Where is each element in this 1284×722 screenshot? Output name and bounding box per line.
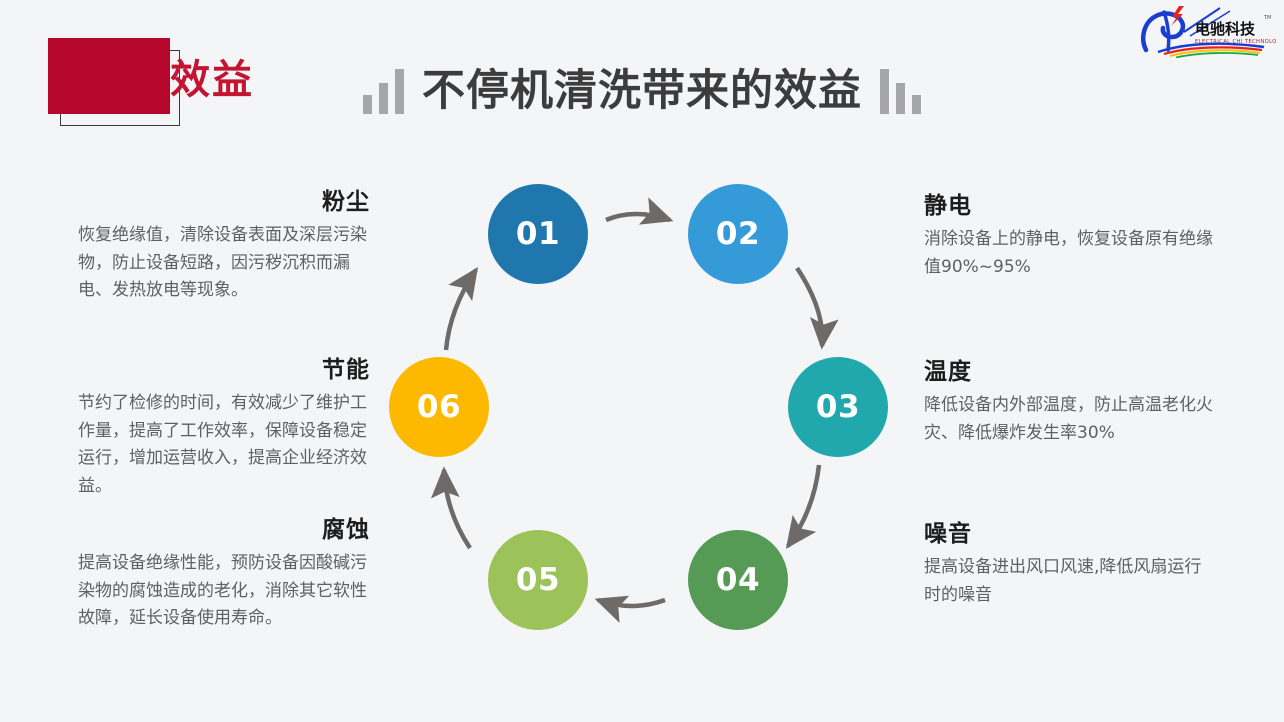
info-block-static-electricity-title: 静电 (924, 193, 972, 219)
arrow-04-to-05 (594, 595, 666, 623)
cycle-node-04-number: 04 (715, 562, 761, 598)
cycle-node-03[interactable]: 03 (788, 357, 888, 457)
info-block-dust: 粉尘 恢复绝缘值，清除设备表面及深层污染物，防止设备短路，因污秽沉积而漏电、发热… (78, 182, 370, 305)
arrow-02-to-03 (795, 266, 839, 350)
cycle-node-02[interactable]: 02 (688, 184, 788, 284)
bar-chart-decoration-left-icon (363, 68, 404, 114)
cycle-node-06-number: 06 (416, 389, 462, 425)
info-block-corrosion-title: 腐蚀 (322, 517, 370, 543)
info-block-corrosion: 腐蚀 提高设备绝缘性能，预防设备因酸碱污染物的腐蚀造成的老化，消除其它软性故障，… (78, 510, 370, 633)
section-badge-label: 效益 (170, 57, 254, 103)
cycle-diagram: 01 02 03 04 05 06 (370, 160, 900, 660)
cycle-node-05-number: 05 (515, 562, 561, 598)
arrow-01-to-02 (605, 197, 674, 225)
page-title: 不停机清洗带来的效益 (422, 66, 862, 116)
cycle-node-01[interactable]: 01 (488, 184, 588, 284)
title-row: 不停机清洗带来的效益 (0, 68, 1284, 114)
company-logo: 电驰科技 ELECTRICAL CHI TECHNOLOGY TM (1138, 2, 1284, 59)
svg-text:电驰科技: 电驰科技 (1195, 20, 1256, 38)
cycle-node-06[interactable]: 06 (389, 357, 489, 457)
cycle-node-04[interactable]: 04 (688, 530, 788, 630)
info-block-dust-title: 粉尘 (322, 189, 370, 215)
info-block-energy-saving: 节能 节约了检修的时间，有效减少了维护工作量，提高了工作效率，保障设备稳定运行，… (78, 350, 370, 500)
cycle-node-01-number: 01 (515, 216, 561, 252)
info-block-noise: 噪音 提高设备进出风口风速,降低风扇运行时的噪音 (924, 514, 1216, 609)
info-block-static-electricity-body: 消除设备上的静电，恢复设备原有绝缘值90%~95% (924, 229, 1213, 277)
info-block-temperature-body: 降低设备内外部温度，防止高温老化火灾、降低爆炸发生率30% (924, 395, 1213, 443)
cycle-arrows (430, 197, 839, 623)
info-block-energy-saving-title: 节能 (322, 357, 370, 383)
svg-text:ELECTRICAL CHI TECHNOLOGY: ELECTRICAL CHI TECHNOLOGY (1195, 39, 1276, 45)
info-block-static-electricity: 静电 消除设备上的静电，恢复设备原有绝缘值90%~95% (924, 186, 1216, 281)
cycle-node-02-number: 02 (715, 216, 761, 252)
info-block-noise-body: 提高设备进出风口风速,降低风扇运行时的噪音 (924, 557, 1202, 605)
info-block-temperature-title: 温度 (924, 359, 972, 385)
section-badge (48, 38, 188, 130)
logo-artwork-icon: 电驰科技 ELECTRICAL CHI TECHNOLOGY TM (1141, 6, 1284, 59)
arrow-06-to-01 (443, 267, 479, 351)
info-block-dust-body: 恢复绝缘值，清除设备表面及深层污染物，防止设备短路，因污秽沉积而漏电、发热放电等… (78, 225, 367, 301)
info-block-corrosion-body: 提高设备绝缘性能，预防设备因酸碱污染物的腐蚀造成的老化，消除其它软性故障，延长设… (78, 553, 367, 629)
cycle-node-03-number: 03 (815, 389, 861, 425)
svg-text:TM: TM (1263, 15, 1271, 21)
cycle-node-05[interactable]: 05 (488, 530, 588, 630)
badge-fill-shape (48, 38, 170, 114)
info-block-noise-title: 噪音 (924, 521, 972, 547)
bar-chart-decoration-right-icon (880, 68, 921, 114)
arrow-03-to-04 (785, 464, 822, 549)
info-block-temperature: 温度 降低设备内外部温度，防止高温老化火灾、降低爆炸发生率30% (924, 352, 1216, 447)
arrow-05-to-06 (430, 466, 472, 550)
info-block-energy-saving-body: 节约了检修的时间，有效减少了维护工作量，提高了工作效率，保障设备稳定运行，增加运… (78, 393, 367, 496)
